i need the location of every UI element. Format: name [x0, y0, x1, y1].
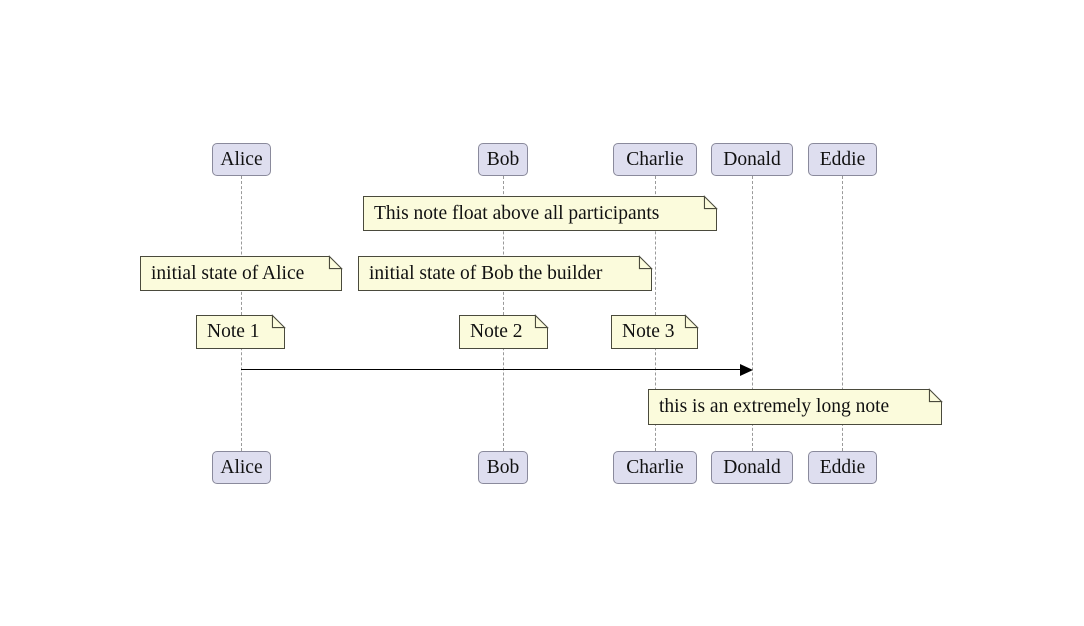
participant-bottom-bob[interactable]: Bob: [478, 451, 528, 484]
message-line-message-alice-to-donald[interactable]: [241, 369, 741, 370]
participant-top-alice[interactable]: Alice: [212, 143, 271, 176]
note-fold-edge-icon: [328, 255, 343, 270]
participant-label: Donald: [723, 148, 781, 170]
note-text: This note float above all participants: [374, 202, 660, 224]
participant-label: Bob: [486, 148, 520, 170]
note-text: Note 1: [207, 321, 260, 343]
participant-label: Alice: [220, 456, 263, 478]
note-text: this is an extremely long note: [659, 396, 890, 418]
note-long[interactable]: this is an extremely long note: [648, 388, 943, 425]
note-1[interactable]: Note 1: [196, 314, 286, 349]
participant-label: Charlie: [626, 148, 684, 170]
note-3[interactable]: Note 3: [611, 314, 699, 349]
note-text: Note 2: [470, 321, 523, 343]
participant-top-donald[interactable]: Donald: [711, 143, 793, 176]
participant-top-bob[interactable]: Bob: [478, 143, 528, 176]
note-initial-bob[interactable]: initial state of Bob the builder: [358, 255, 653, 291]
participant-bottom-donald[interactable]: Donald: [711, 451, 793, 484]
message-arrowhead-message-alice-to-donald: [740, 364, 753, 376]
note-2[interactable]: Note 2: [459, 314, 549, 349]
note-fold-edge-icon: [703, 195, 718, 210]
participant-top-eddie[interactable]: Eddie: [808, 143, 877, 176]
note-text: Note 3: [622, 321, 675, 343]
lifeline-eddie: [842, 176, 843, 451]
participant-label: Alice: [220, 148, 263, 170]
note-fold-edge-icon: [271, 314, 286, 329]
lifeline-donald: [752, 176, 753, 451]
participant-label: Charlie: [626, 456, 684, 478]
participant-top-charlie[interactable]: Charlie: [613, 143, 697, 176]
lifeline-charlie: [655, 176, 656, 451]
note-fold-edge-icon: [638, 255, 653, 270]
lifeline-bob: [503, 176, 504, 451]
note-fold-edge-icon: [928, 388, 943, 403]
participant-label: Eddie: [819, 456, 866, 478]
participant-bottom-alice[interactable]: Alice: [212, 451, 271, 484]
participant-label: Eddie: [819, 148, 866, 170]
note-text: initial state of Alice: [151, 262, 305, 284]
note-text: initial state of Bob the builder: [369, 262, 603, 284]
note-initial-alice[interactable]: initial state of Alice: [140, 255, 343, 291]
note-float-above[interactable]: This note float above all participants: [363, 195, 718, 231]
participant-bottom-charlie[interactable]: Charlie: [613, 451, 697, 484]
participant-label: Donald: [723, 456, 781, 478]
participant-label: Bob: [486, 456, 520, 478]
lifeline-alice: [241, 176, 242, 451]
note-fold-edge-icon: [684, 314, 699, 329]
participant-bottom-eddie[interactable]: Eddie: [808, 451, 877, 484]
note-fold-edge-icon: [534, 314, 549, 329]
